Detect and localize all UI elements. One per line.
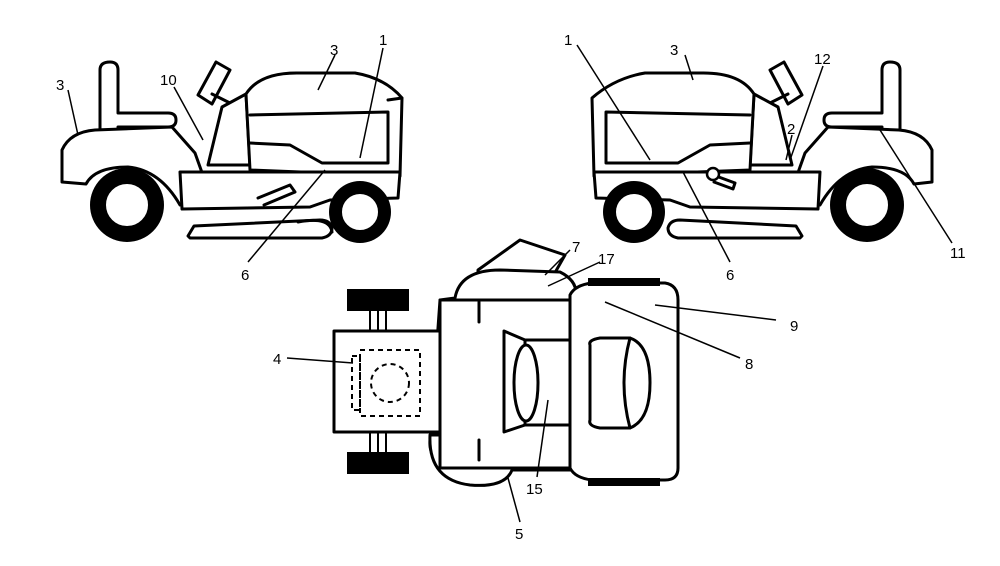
dashboard (206, 92, 252, 167)
front-wheel-hub (614, 192, 654, 232)
hood-side-panel (604, 110, 752, 165)
callout-3-left: 3 (56, 77, 64, 94)
leader-7 (544, 249, 571, 276)
dashboard (748, 92, 794, 167)
callout-10: 10 (160, 72, 177, 89)
callout-17: 17 (598, 251, 615, 268)
lever-knob (705, 166, 721, 182)
callout-1-left: 1 (379, 32, 387, 49)
seat-area (359, 349, 421, 417)
tractor-top-view: 7 17 9 8 4 15 5 (273, 238, 798, 543)
leader-3-right (684, 54, 694, 81)
callout-2: 2 (787, 121, 795, 138)
callout-3-top-left: 3 (330, 42, 338, 59)
frame (592, 170, 822, 211)
tractor-right-side-view: 1 3 12 2 6 11 (564, 32, 966, 284)
leader-8 (604, 301, 741, 359)
leader-1-left (359, 47, 384, 159)
rear-wheel-hub (844, 182, 890, 228)
rear-wheel-hub (104, 182, 150, 228)
leader-1-right (576, 44, 651, 161)
hood-vent (588, 336, 652, 430)
seat-area-inner (351, 355, 361, 411)
leader-10 (173, 86, 204, 141)
front-tire-bottom (588, 478, 660, 486)
callout-7: 7 (572, 239, 580, 256)
leader-2 (785, 134, 793, 161)
hood-front-edge (386, 96, 404, 102)
callout-9: 9 (790, 318, 798, 335)
leader-5 (507, 477, 521, 523)
steering-wheel (196, 60, 232, 106)
hood-vent-inner (622, 336, 632, 430)
steering-wheel-top (512, 343, 540, 423)
callout-8: 8 (745, 356, 753, 373)
hood (590, 71, 756, 178)
callout-6-right: 6 (726, 267, 734, 284)
steering-wheel (768, 60, 804, 106)
leader-15 (536, 399, 549, 478)
rear-wheel-top-right (347, 452, 409, 474)
callout-4: 4 (273, 351, 281, 368)
front-tire-top (588, 278, 660, 286)
leader-11 (879, 129, 953, 244)
callout-6-left: 6 (241, 267, 249, 284)
leader-9 (654, 304, 777, 321)
rear-fender (60, 125, 212, 207)
leader-12 (789, 65, 824, 161)
height-lever (712, 174, 737, 191)
callout-15: 15 (526, 481, 543, 498)
frame (178, 170, 402, 211)
seat (822, 60, 902, 137)
leader-4 (286, 357, 354, 364)
leader-3-top-left (317, 54, 336, 91)
rear-fender (788, 125, 934, 207)
callout-11: 11 (950, 245, 966, 262)
foot-pedal (256, 183, 297, 207)
mower-deck (666, 218, 804, 240)
front-wheel-hub (340, 192, 380, 232)
callout-1-right: 1 (564, 32, 572, 49)
mower-deck (186, 218, 334, 240)
leader-6-right (682, 171, 731, 263)
tractor-left-side-view: 3 3 1 10 6 (56, 32, 404, 284)
seat-cushion (370, 363, 410, 403)
callout-12: 12 (814, 51, 831, 68)
leader-6-left (247, 169, 326, 263)
callout-3-right: 3 (670, 42, 678, 59)
hood-side-panel (248, 110, 390, 165)
leader-17 (547, 261, 601, 287)
leader-3-left (67, 89, 79, 136)
rear-wheel-top-left (347, 289, 409, 311)
callout-5: 5 (515, 526, 523, 543)
hood (244, 71, 404, 178)
deck-chute (296, 218, 334, 234)
